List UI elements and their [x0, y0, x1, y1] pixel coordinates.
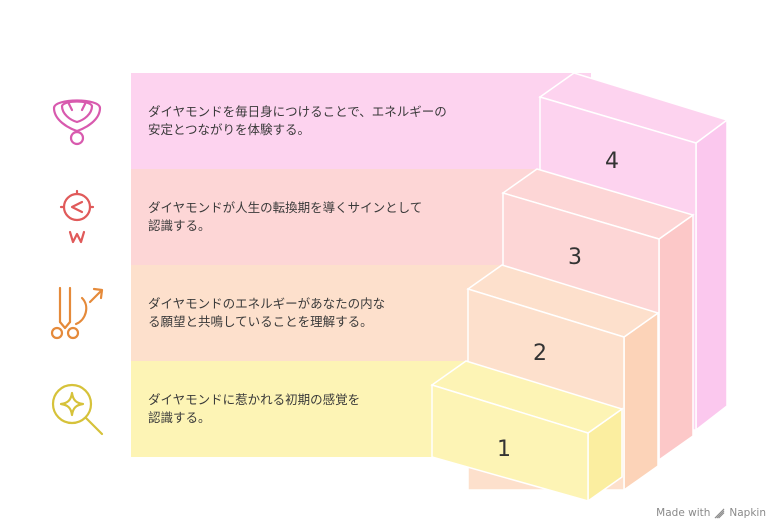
- step-number-3: 3: [568, 245, 582, 270]
- band-step-3: [131, 169, 551, 265]
- step-3-side: [658, 213, 694, 462]
- made-with-label: Made with: [656, 507, 711, 519]
- step-number-4: 4: [605, 149, 619, 174]
- band-step-4: [131, 73, 591, 169]
- band-step-2: [131, 265, 511, 361]
- brand-label: Napkin: [729, 507, 766, 519]
- tuning-fork-arrow-icon: [46, 282, 108, 344]
- napkin-logo-icon: [714, 508, 725, 518]
- step-1-text: ダイヤモンドに惹かれる初期の感覚を 認識する。: [148, 392, 361, 425]
- step-1-front: [431, 383, 589, 502]
- step-3-text: ダイヤモンドが人生の転換期を導くサインとして 認識する。: [148, 200, 423, 233]
- necklace-icon: [46, 88, 108, 150]
- magnifier-sparkle-icon: [46, 380, 108, 442]
- footer-credit: Made with Napkin: [656, 507, 766, 519]
- step-number-2: 2: [533, 341, 547, 366]
- band-step-1: [131, 361, 471, 457]
- step-4-side: [695, 118, 728, 432]
- step-4-text: ダイヤモンドを毎日身につけることで、エネルギーの 安定とつながりを体験する。: [148, 104, 447, 137]
- step-2-text: ダイヤモンドのエネルギーがあなたの内な る願望と共鳴していることを理解する。: [148, 296, 386, 329]
- compass-icon: [46, 186, 108, 248]
- step-2-side: [623, 311, 659, 492]
- step-number-1: 1: [497, 437, 511, 462]
